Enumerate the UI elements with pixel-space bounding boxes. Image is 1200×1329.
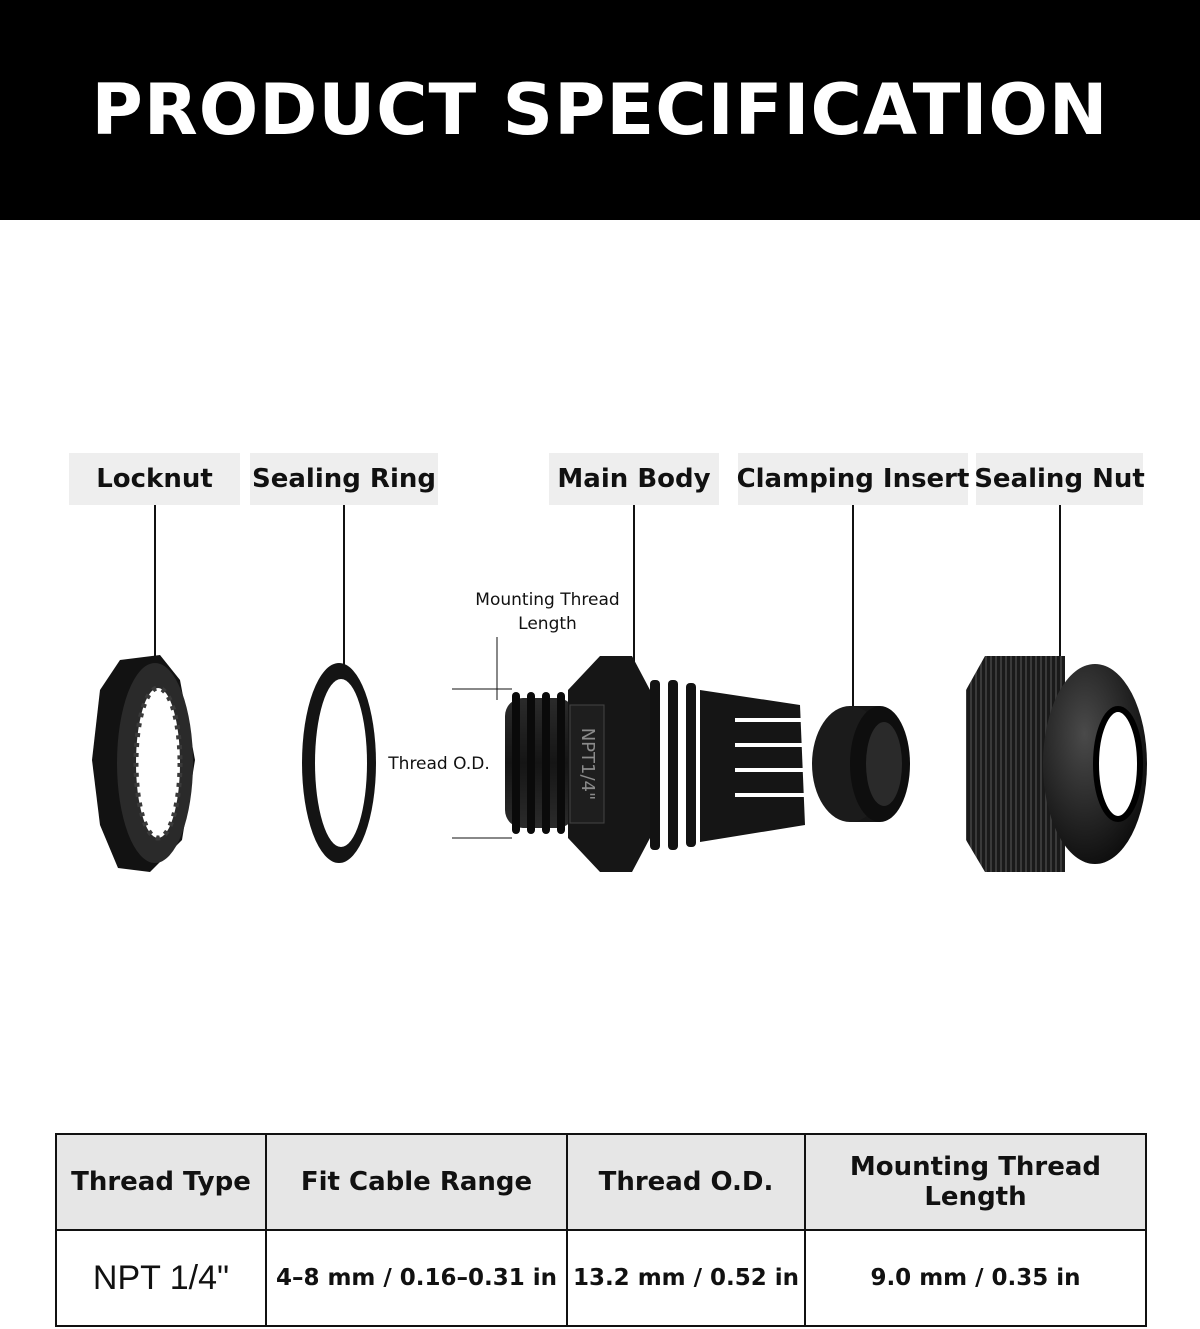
leader-line-locknut (154, 505, 156, 657)
label-clamping-insert: Clamping Insert (737, 453, 969, 505)
mounting-thread-length-line1: Mounting Thread (475, 590, 620, 610)
dimension-lines (452, 637, 512, 839)
thread-od-label: Thread O.D. (388, 754, 490, 774)
body-marking: NPT1/4" (577, 728, 598, 801)
clamping-insert-part (812, 706, 910, 822)
locknut-part (92, 655, 195, 872)
main-body-part: NPT1/4" (505, 656, 805, 872)
header-thread-type: Thread Type (55, 1133, 267, 1231)
sealing-ring-part (302, 663, 376, 863)
label-sealing-ring: Sealing Ring (250, 453, 438, 505)
cell-mounting-thread-length: 9.0 mm / 0.35 in (804, 1229, 1147, 1327)
leader-line-sealing-ring (343, 505, 345, 665)
leader-line-sealing-nut (1059, 505, 1061, 683)
leader-line-main-body (633, 505, 635, 690)
table-header-row: Thread Type Fit Cable Range Thread O.D. … (55, 1133, 1147, 1231)
page-title: PRODUCT SPECIFICATION (91, 69, 1109, 151)
label-locknut: Locknut (69, 453, 240, 505)
header-banner: PRODUCT SPECIFICATION (0, 0, 1200, 220)
label-main-body: Main Body (549, 453, 719, 505)
cell-thread-od: 13.2 mm / 0.52 in (566, 1229, 806, 1327)
cell-fit-cable-range: 4–8 mm / 0.16–0.31 in (265, 1229, 568, 1327)
header-thread-od: Thread O.D. (566, 1133, 806, 1231)
header-fit-cable-range: Fit Cable Range (265, 1133, 568, 1231)
spec-table: Thread Type Fit Cable Range Thread O.D. … (55, 1133, 1147, 1327)
header-mounting-thread-length: Mounting Thread Length (804, 1133, 1147, 1231)
mounting-thread-length-line2: Length (518, 614, 577, 634)
cell-thread-type: NPT 1/4" (55, 1229, 267, 1327)
mounting-thread-length-label: Mounting Thread Length (460, 588, 635, 636)
leader-line-clamping-insert (852, 505, 854, 713)
table-row: NPT 1/4" 4–8 mm / 0.16–0.31 in 13.2 mm /… (55, 1229, 1147, 1327)
exploded-parts-diagram: NPT1/4" (92, 637, 1147, 872)
sealing-nut-part (966, 656, 1147, 872)
label-sealing-nut: Sealing Nut (974, 453, 1145, 505)
